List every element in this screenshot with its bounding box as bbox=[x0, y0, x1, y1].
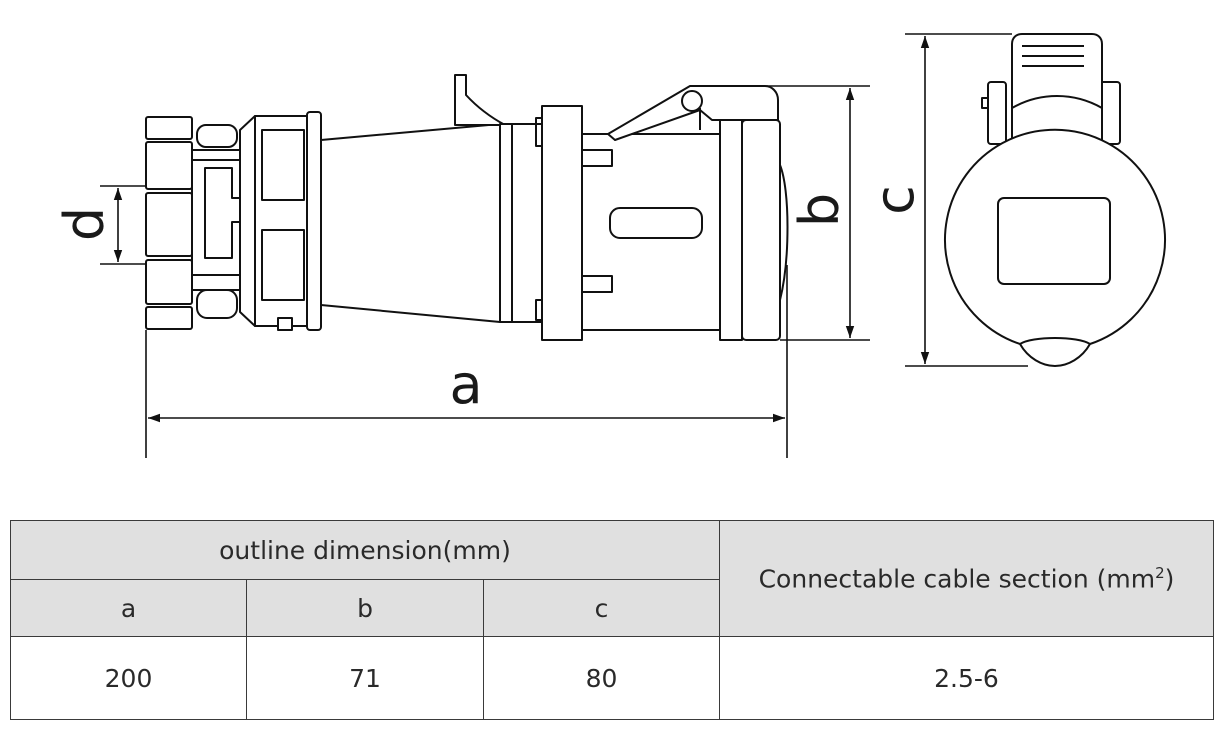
value-a: 200 bbox=[10, 636, 247, 720]
dim-label-b: b bbox=[788, 193, 851, 227]
dim-label-a: a bbox=[449, 353, 482, 416]
value-b: 71 bbox=[246, 636, 484, 720]
value-c: 80 bbox=[483, 636, 720, 720]
connector-front-view bbox=[944, 33, 1166, 367]
dimension-table: outline dimension(mm) Connectable cable … bbox=[10, 520, 1214, 720]
cable-section-value: 2.5-6 bbox=[719, 636, 1214, 720]
cable-section-header-superscript: 2 bbox=[1155, 563, 1165, 582]
cable-section-header-close: ) bbox=[1164, 564, 1175, 594]
cable-section-header-text: Connectable cable section (mm bbox=[758, 564, 1156, 594]
dimension-drawing: a d b c bbox=[53, 33, 1166, 458]
connector-side-view bbox=[145, 74, 789, 341]
cable-section-header: Connectable cable section (mm2) bbox=[719, 520, 1214, 637]
dim-label-c: c bbox=[863, 185, 926, 215]
column-header-c: c bbox=[483, 579, 720, 637]
dimension-lines bbox=[100, 33, 1028, 458]
column-header-b: b bbox=[246, 579, 484, 637]
column-header-a: a bbox=[10, 579, 247, 637]
dim-label-d: d bbox=[53, 207, 116, 241]
outline-dimension-header: outline dimension(mm) bbox=[10, 520, 720, 580]
